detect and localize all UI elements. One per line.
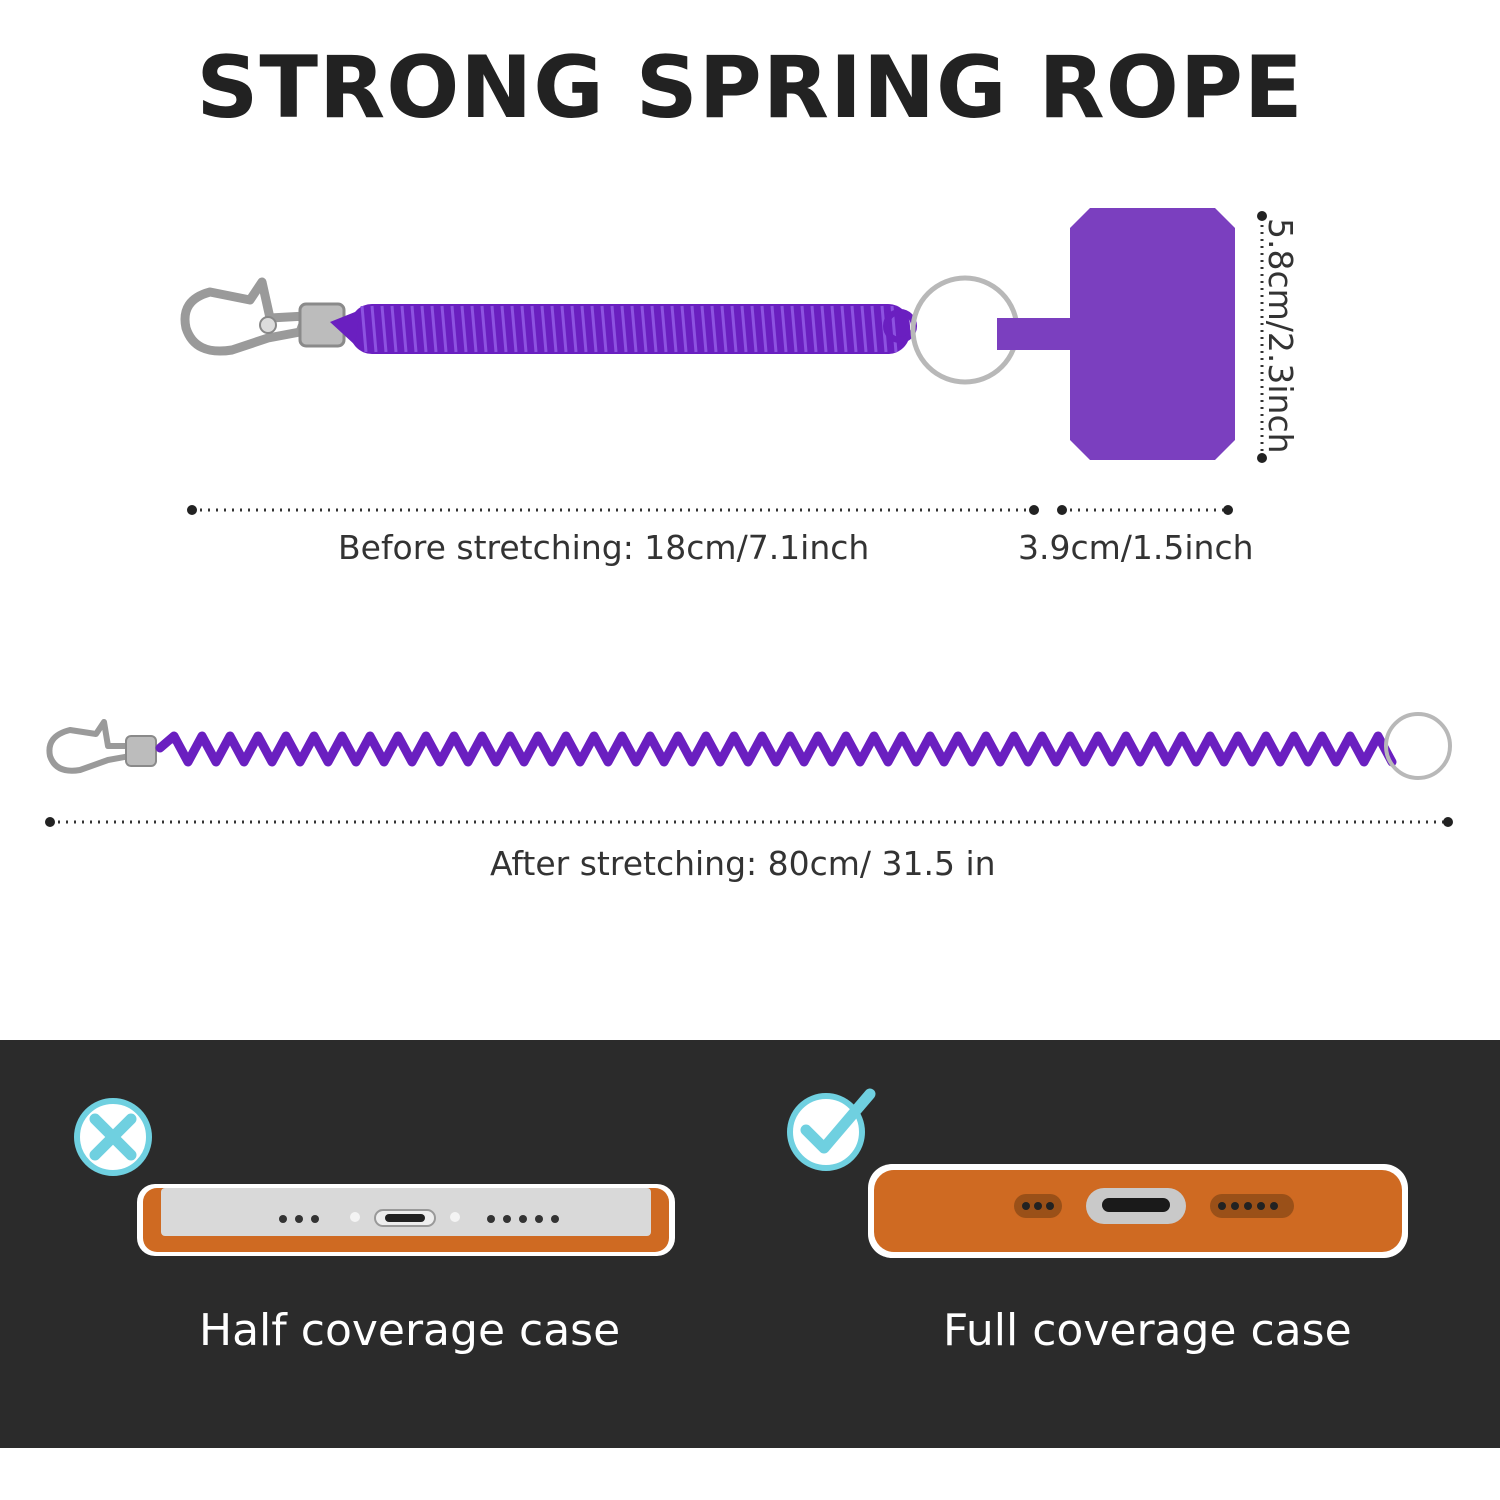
page-title: STRONG SPRING ROPE (196, 38, 1304, 138)
half-coverage-caption: Half coverage case (199, 1305, 621, 1356)
lobster-clasp-icon (180, 277, 346, 356)
product-illustration (45, 208, 1453, 827)
x-icon (74, 1098, 152, 1176)
half-coverage-case-image (137, 1184, 675, 1256)
tether-pad (997, 208, 1235, 460)
before-stretching-label: Before stretching: 18cm/7.1inch (338, 528, 870, 567)
stretched-coil (155, 731, 1397, 767)
lobster-clasp-small-icon (46, 719, 157, 774)
compressed-coil (330, 304, 910, 354)
pad-height-label: 5.8cm/2.3inch (1261, 218, 1300, 454)
pad-width-label: 3.9cm/1.5inch (1018, 528, 1254, 567)
check-icon (787, 1088, 876, 1171)
full-coverage-case-image (868, 1164, 1408, 1258)
split-ring-small-icon (1384, 712, 1452, 780)
full-coverage-caption: Full coverage case (943, 1305, 1352, 1356)
after-stretching-label: After stretching: 80cm/ 31.5 in (490, 844, 996, 883)
